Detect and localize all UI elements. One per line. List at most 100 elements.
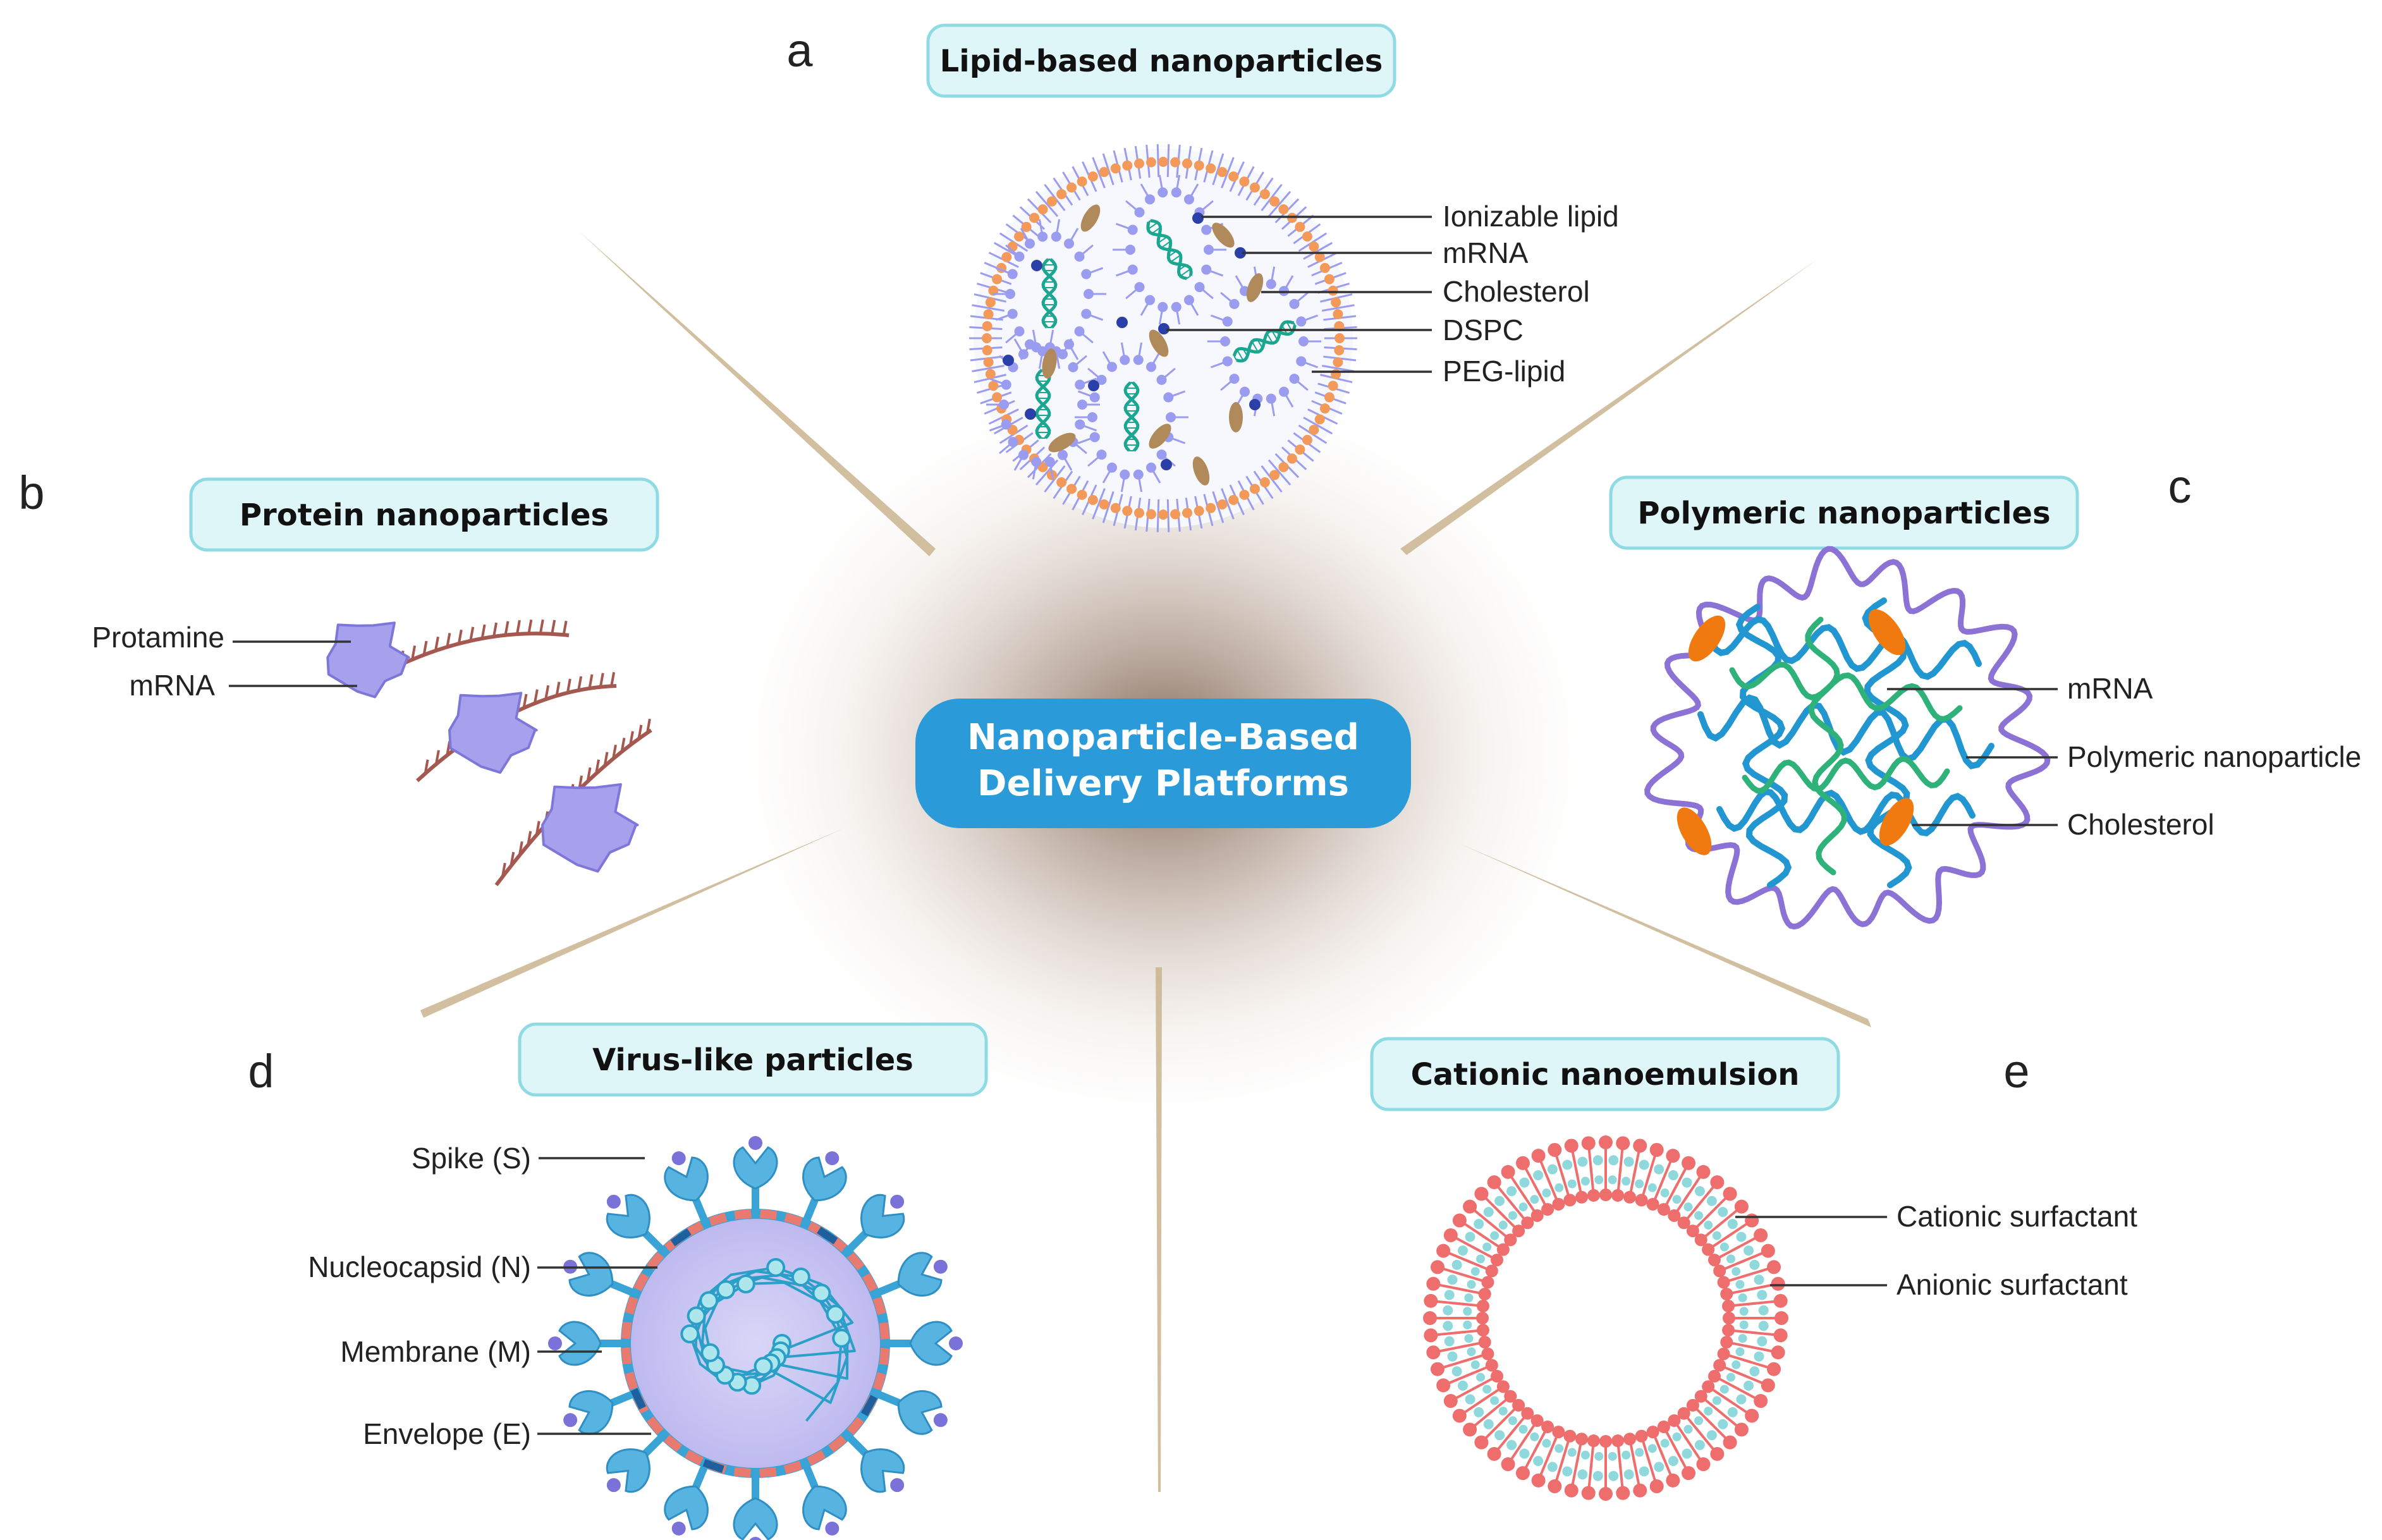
ionizable-lipid-head xyxy=(1018,449,1029,460)
cationic-surfactant-head xyxy=(1487,1446,1501,1461)
surfactant-tail xyxy=(1454,1302,1480,1307)
membrane-protein xyxy=(872,1372,886,1391)
membrane-protein xyxy=(784,1213,803,1226)
lipid-head xyxy=(1170,157,1181,168)
membrane-protein xyxy=(734,1209,752,1220)
cationic-surfactant-head xyxy=(1773,1293,1788,1308)
cationic-surfactant-head xyxy=(1541,1203,1554,1216)
cholesterol-molecule xyxy=(1212,223,1235,248)
cationic-surfactant-head xyxy=(1496,1380,1510,1393)
dspc-dot xyxy=(1249,399,1261,410)
surfactant-tail xyxy=(1641,1439,1651,1464)
anionic-surfactant-head xyxy=(1726,1254,1735,1264)
anionic-surfactant-head xyxy=(1683,1424,1693,1434)
cationic-surfactant-head xyxy=(1723,1187,1737,1201)
cationic-surfactant-head xyxy=(1504,1233,1517,1247)
mrna-base xyxy=(527,619,533,634)
title-box-e xyxy=(1370,1037,1840,1111)
anionic-surfactant-head xyxy=(1474,1219,1484,1230)
anionic-surfactant-head xyxy=(1712,1231,1721,1240)
ionizable-lipid-head xyxy=(1134,282,1145,293)
ionizable-lipid-head xyxy=(1204,245,1214,255)
cationic-surfactant-head xyxy=(1686,1225,1699,1238)
ionizable-lipid-head xyxy=(1037,231,1048,242)
ionizable-lipid-head xyxy=(1084,289,1094,299)
cationic-surfactant-head xyxy=(1452,1409,1467,1423)
anionic-surfactant-head xyxy=(1483,1419,1494,1429)
lipid-tail xyxy=(1303,417,1333,435)
anionic-surfactant-head xyxy=(1482,1384,1492,1394)
mrna-base xyxy=(603,752,609,767)
surfactant-tail xyxy=(1730,1341,1755,1349)
ionizable-lipid-head xyxy=(1018,349,1029,360)
anionic-surfactant-head xyxy=(1577,1469,1588,1480)
ionizable-lipid-head xyxy=(1266,279,1276,290)
lipid-head xyxy=(1158,510,1168,520)
mrna-helix xyxy=(1041,258,1058,329)
cationic-surfactant-head xyxy=(1587,1189,1600,1202)
cationic-surfactant-head xyxy=(1717,1276,1730,1289)
ionizable-lipid-head xyxy=(1007,269,1018,279)
surfactant-tail xyxy=(1465,1366,1489,1378)
title-e: Cationic nanoemulsion xyxy=(1411,1057,1800,1092)
cationic-surfactant-head xyxy=(1515,1156,1530,1170)
ionizable-lipid-head xyxy=(1171,302,1182,312)
anionic-surfactant-head xyxy=(1757,1290,1768,1300)
center-pill xyxy=(915,699,1411,828)
surfactant-tail xyxy=(1460,1273,1485,1283)
cationic-surfactant-head xyxy=(1773,1328,1788,1343)
lipid-head xyxy=(1099,499,1109,510)
anionic-surfactant-head xyxy=(1712,1396,1721,1405)
lipid-head xyxy=(1021,221,1032,232)
spike-protein xyxy=(664,1462,710,1536)
cationic-surfactant-head xyxy=(1694,1233,1707,1247)
ionizable-lipid-head xyxy=(1120,355,1130,365)
spike-protein xyxy=(563,1389,637,1435)
cationic-surfactant-head xyxy=(1720,1287,1733,1300)
lipid-head xyxy=(1066,484,1077,494)
cationic-surfactant-head xyxy=(1616,1486,1630,1500)
anionic-surfactant-head xyxy=(1508,1416,1517,1426)
protamine-blob xyxy=(448,692,538,774)
cationic-surfactant-head xyxy=(1478,1336,1491,1349)
cationic-surfactant-head xyxy=(1696,1164,1711,1179)
cationic-surfactant-head xyxy=(1430,1260,1444,1274)
anionic-surfactant-head xyxy=(1727,1407,1738,1417)
cationic-surfactant-head xyxy=(1668,1209,1681,1222)
ionizable-lipid-head xyxy=(1279,386,1289,397)
ionizable-lipid-head xyxy=(1014,251,1025,262)
surfactant-tail xyxy=(1726,1273,1752,1283)
cationic-surfactant-head xyxy=(1478,1287,1491,1300)
title-box-a xyxy=(926,23,1396,98)
ionizable-lipid-head xyxy=(1044,456,1055,467)
anionic-surfactant-head xyxy=(1704,1407,1713,1416)
nucleocapsid-bead xyxy=(699,1291,719,1311)
membrane-protein xyxy=(664,1434,683,1452)
lipid-head xyxy=(1295,221,1305,232)
anionic-surfactant-head xyxy=(1694,1439,1705,1450)
anionic-surfactant-head xyxy=(1490,1396,1499,1405)
cationic-surfactant-head xyxy=(1424,1328,1438,1343)
nucleocapsid-bead xyxy=(736,1274,755,1293)
lipid-head xyxy=(1056,189,1067,200)
title-d: Virus-like particles xyxy=(592,1042,913,1078)
ionizable-lipid-head xyxy=(1289,298,1300,309)
ionizable-lipid-head xyxy=(1068,362,1078,372)
polymer-chain xyxy=(1716,788,1976,836)
cationic-surfactant-head xyxy=(1485,1359,1498,1372)
anionic-surfactant-head xyxy=(1530,1195,1539,1204)
ionizable-lipid-head xyxy=(1001,419,1011,430)
anionic-surfactant-head xyxy=(1758,1305,1769,1316)
leaders-b xyxy=(229,640,357,687)
anionic-surfactant-head xyxy=(1654,1462,1664,1472)
cationic-surfactant-head xyxy=(1563,1429,1577,1443)
spike-protein xyxy=(548,1321,626,1366)
ionizable-lipid-head xyxy=(1008,437,1018,448)
cationic-surfactant-head xyxy=(1646,1197,1659,1211)
mrna-base xyxy=(620,737,626,752)
anionic-surfactant-head xyxy=(1467,1347,1476,1357)
lipid-head xyxy=(1302,231,1312,242)
lipid-head xyxy=(1158,157,1168,167)
ionizable-lipid-head xyxy=(1081,269,1092,279)
mrna-base xyxy=(577,676,583,691)
